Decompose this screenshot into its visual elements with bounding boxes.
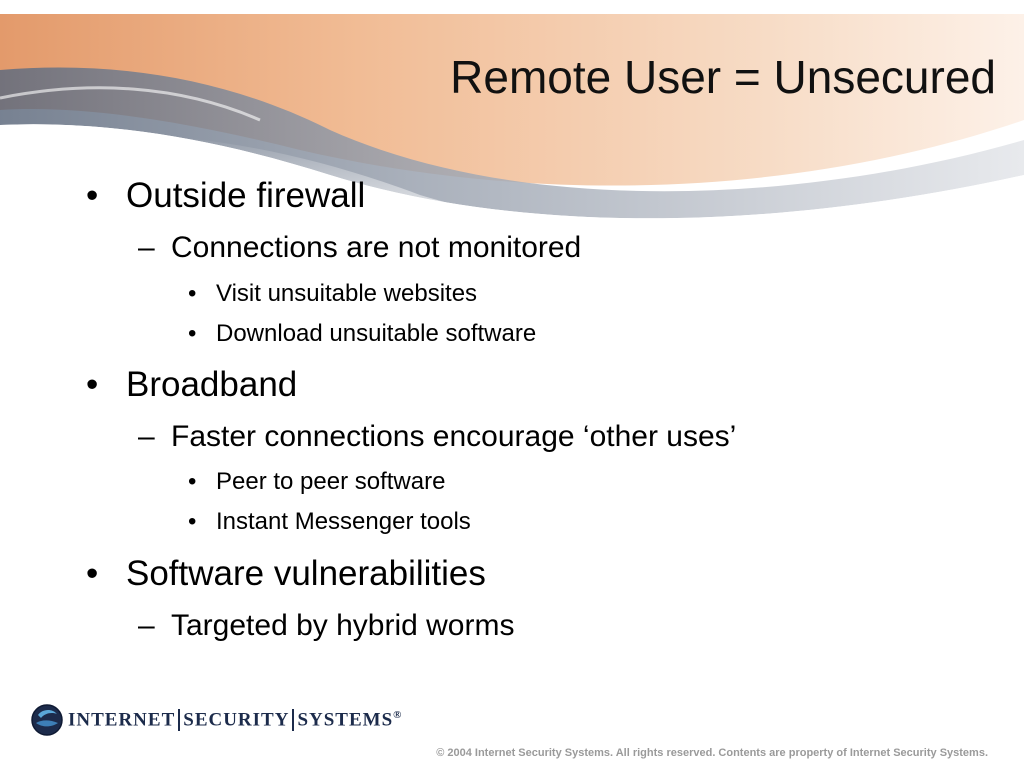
iss-logo: INTERNET SECURITY SYSTEMS® xyxy=(30,700,402,740)
bullet-marker: • xyxy=(86,176,99,215)
bullet-text: Connections are not monitored xyxy=(171,231,582,264)
bullet-text: Outside firewall xyxy=(126,176,366,215)
bullet-marker: • xyxy=(188,508,197,535)
bullet-marker: • xyxy=(86,365,99,404)
logo-word: INTERNET xyxy=(68,708,176,730)
bullet-text: Targeted by hybrid worms xyxy=(171,609,515,642)
slide-title: Remote User = Unsecured xyxy=(450,51,996,103)
header-swoosh-graphic xyxy=(0,0,1024,260)
bullet-marker: • xyxy=(86,554,99,593)
bullet-text: Software vulnerabilities xyxy=(126,554,486,593)
bullet-marker: – xyxy=(138,609,155,642)
bullet-text: Peer to peer software xyxy=(216,468,446,495)
bullet-text: Visit unsuitable websites xyxy=(216,280,478,307)
bullet-marker: • xyxy=(188,280,197,307)
bullet-text: Download unsuitable software xyxy=(216,320,537,347)
bullet-marker: • xyxy=(188,468,197,495)
logo-word: SECURITY xyxy=(183,708,290,730)
bullet-text: Faster connections encourage ‘other uses… xyxy=(171,420,737,453)
bullet-text: Instant Messenger tools xyxy=(216,508,471,535)
logo-separator xyxy=(292,709,295,732)
bullet-text: Broadband xyxy=(126,365,298,404)
bullet-marker: • xyxy=(188,320,197,347)
logo-separator xyxy=(178,709,181,732)
globe-icon xyxy=(31,704,63,736)
logo-word: SYSTEMS xyxy=(297,708,394,730)
bullet-marker: – xyxy=(138,231,155,264)
bullet-marker: – xyxy=(138,420,155,453)
logo-wordmark: INTERNET SECURITY SYSTEMS® xyxy=(68,709,402,732)
copyright-notice: © 2004 Internet Security Systems. All ri… xyxy=(436,747,988,759)
registered-mark: ® xyxy=(393,708,403,721)
